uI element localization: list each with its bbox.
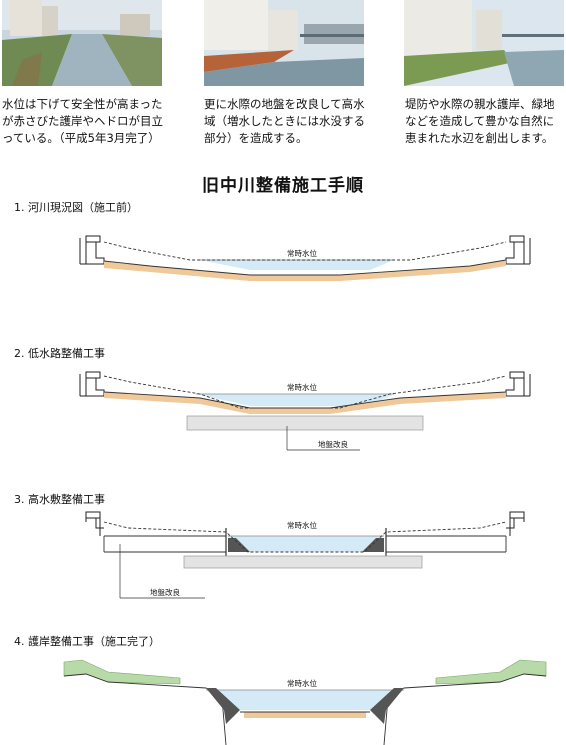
parapet-right: [505, 371, 531, 397]
sediment-layer: [104, 392, 506, 414]
ground-improvement-zone: [183, 555, 423, 569]
photo-low-channel: [204, 0, 364, 86]
sediment-layer: [244, 712, 366, 718]
caption-line: などを造成して豊かな自然に: [405, 114, 555, 128]
water-level-label: 常時水位: [287, 678, 317, 688]
riprap-right: [370, 688, 404, 724]
caption-completed: 堤防や水際の親水護岸、緑地 などを造成して豊かな自然に 恵まれた水辺を創出します…: [405, 96, 555, 147]
caption-line: 部分）を造成する。: [204, 131, 308, 145]
parapet-left: [85, 511, 104, 536]
caption-before: 水位は下げて安全性が高まった が赤さびた護岸やヘドロが目立 っている。（平成5年…: [2, 96, 163, 147]
caption-line: 堤防や水際の親水護岸、緑地: [405, 97, 555, 111]
sediment-layer: [104, 260, 506, 281]
parapet-right: [506, 511, 525, 536]
parapet-left: [79, 371, 105, 397]
planned-profile: [103, 521, 507, 553]
water-level-label: 常時水位: [287, 248, 317, 258]
photo-completed: [404, 0, 564, 86]
water-area: [200, 260, 394, 270]
ground-improvement-zone: [186, 415, 424, 431]
riverbed-line: [103, 259, 507, 276]
water-level-label: 常時水位: [287, 520, 317, 530]
cross-section-step2: 常時水位 地盤改良: [79, 371, 531, 451]
green-embankment-right: [435, 659, 547, 685]
planned-profile: [103, 241, 507, 261]
embankment-outline: [63, 673, 227, 745]
step-title: 2. 低水路整備工事: [14, 347, 105, 360]
caption-line: 水位は下げて安全性が高まった: [2, 97, 163, 111]
caption-line: が赤さびた護岸やヘドロが目立: [2, 114, 163, 128]
planned-profile: [103, 375, 507, 409]
water-level-label: 常時水位: [287, 382, 317, 392]
parapet-right: [505, 235, 531, 265]
parapet-left: [79, 235, 105, 265]
water-area: [206, 690, 404, 710]
embankment-outline: [383, 673, 547, 745]
caption-line: 域（増水したときには水没する: [204, 114, 365, 128]
step-title: 4. 護岸整備工事（施工完了）: [14, 635, 160, 648]
water-area: [228, 536, 384, 552]
step-title: 3. 高水敷整備工事: [14, 493, 105, 506]
cross-section-step4: 常時水位: [63, 659, 547, 745]
photo-before: [2, 0, 162, 86]
cross-section-step3: 常時水位 地盤改良: [85, 511, 525, 599]
ground-improvement-label: 地盤改良: [318, 439, 348, 449]
water-area: [196, 394, 394, 406]
page-title: 旧中川整備施工手順: [202, 176, 364, 196]
riprap-left: [206, 688, 240, 724]
caption-line: っている。（平成5年3月完了）: [2, 131, 160, 145]
caption-line: 恵まれた水辺を創出します。: [405, 131, 554, 145]
step-title: 1. 河川現況図（施工前）: [14, 201, 138, 214]
caption-line: 更に水際の地盤を改良して高水: [204, 97, 365, 111]
caption-low-channel: 更に水際の地盤を改良して高水 域（増水したときには水没する 部分）を造成する。: [204, 96, 365, 147]
cross-section-step1: 常時水位: [79, 235, 531, 281]
ground-improvement-label: 地盤改良: [150, 587, 180, 597]
green-embankment-left: [63, 659, 181, 685]
riprap-right: [362, 538, 384, 552]
